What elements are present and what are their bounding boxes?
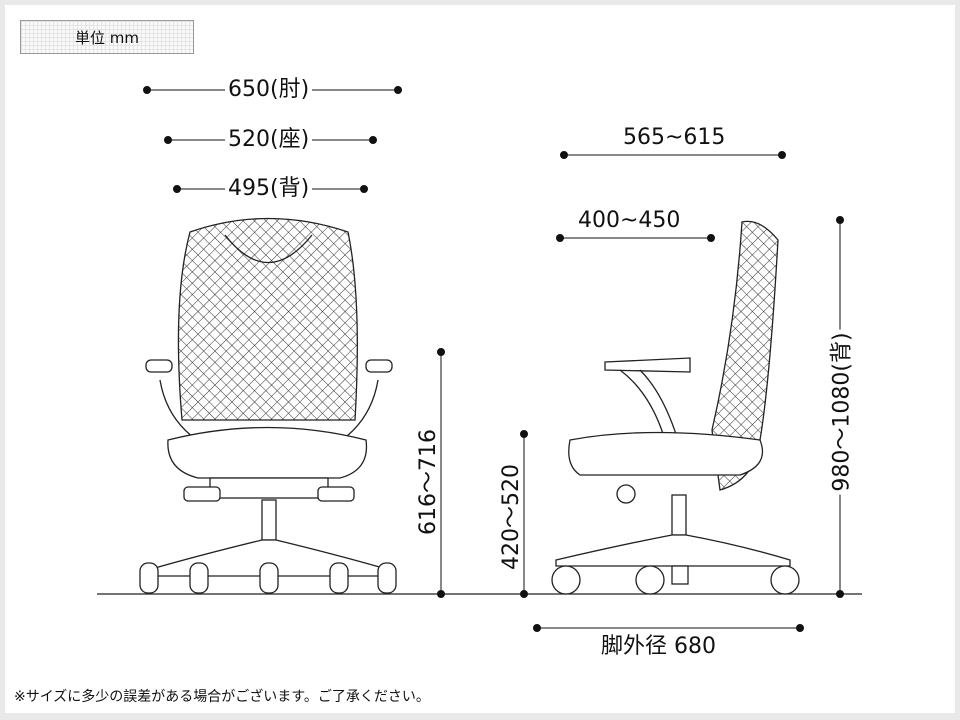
drawing-area xyxy=(5,5,955,713)
disclaimer-note: ※サイズに多少の誤差がある場合がございます。ご了承ください。 xyxy=(14,689,430,705)
seat-height-label: 420〜520 xyxy=(498,464,524,570)
unit-label: 単位 mm xyxy=(20,20,194,54)
armrest-width-label: 650(肘) xyxy=(225,78,313,102)
side-depth-label: 565~615 xyxy=(623,125,726,150)
side-chair xyxy=(551,220,800,595)
armrest-height-label: 616〜716 xyxy=(415,429,441,535)
back-width-label: 495(背) xyxy=(225,177,313,201)
base-diameter-label: 脚外径 680 xyxy=(601,634,716,659)
front-chair xyxy=(139,217,397,594)
seat-width-label: 520(座) xyxy=(225,128,313,152)
overall-height-label: 980〜1080(背) xyxy=(830,329,855,495)
seat-depth-label: 400~450 xyxy=(578,208,681,233)
